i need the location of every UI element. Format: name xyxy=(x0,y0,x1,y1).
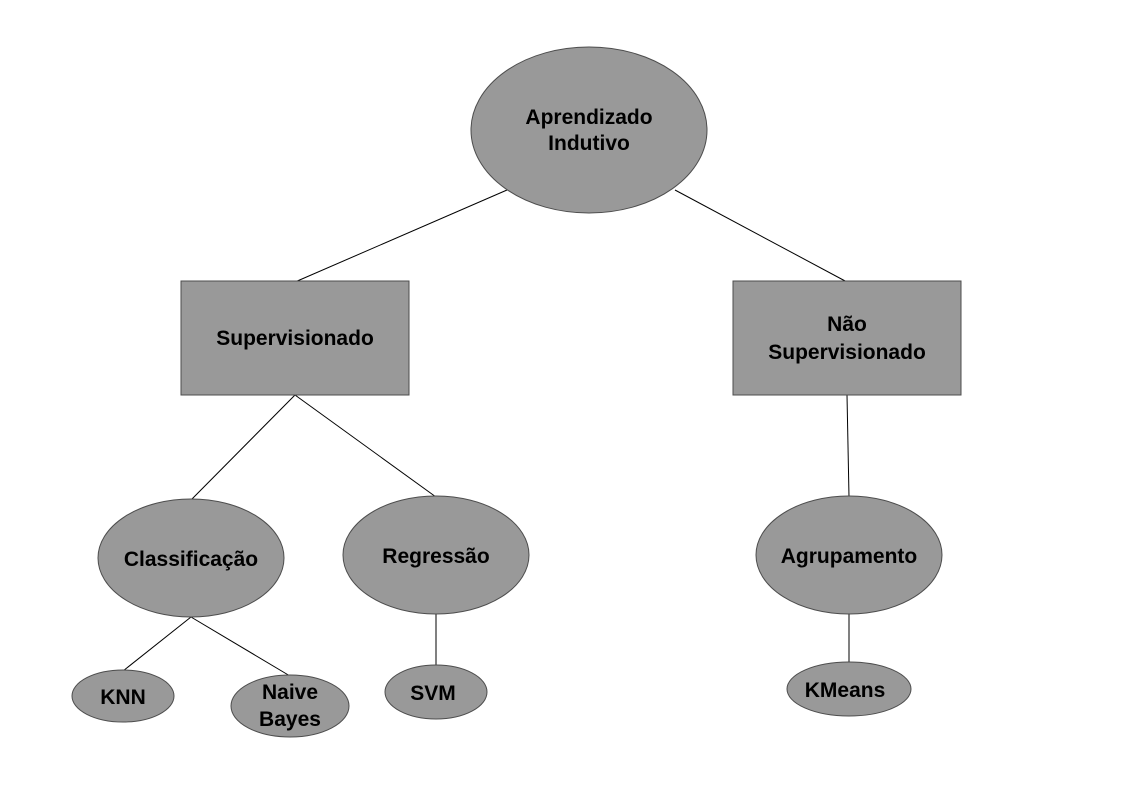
node-label: Classificação xyxy=(124,548,258,571)
edge-classification-knn xyxy=(122,616,192,672)
node-label: Não xyxy=(827,313,867,336)
node-knn: KNN xyxy=(71,669,175,723)
node-label: Naive xyxy=(262,681,318,704)
edge-supervised-regression xyxy=(294,394,437,498)
node-label: Supervisionado xyxy=(216,327,374,350)
node-label: Agrupamento xyxy=(781,545,918,568)
node-nao-supervisionado: Não Supervisionado xyxy=(732,280,962,396)
node-label: Supervisionado xyxy=(768,341,926,364)
node-aprendizado-indutivo: Aprendizado Indutivo xyxy=(470,46,708,214)
node-regressao: Regressão xyxy=(342,495,530,615)
edge-supervised-classification xyxy=(190,394,296,501)
node-label: SVM xyxy=(410,682,456,705)
node-classificacao: Classificação xyxy=(97,498,285,618)
node-label: KNN xyxy=(100,686,146,709)
node-naive-bayes: Naive Bayes xyxy=(230,674,350,738)
node-agrupamento: Agrupamento xyxy=(755,495,943,615)
node-supervisionado: Supervisionado xyxy=(180,280,410,396)
node-kmeans: KMeans xyxy=(786,661,912,717)
node-label: Regressão xyxy=(382,545,489,568)
node-label: Indutivo xyxy=(548,132,630,155)
node-svm: SVM xyxy=(384,664,488,720)
edge-classification-naivebayes xyxy=(190,616,291,677)
edge-root-unsupervised xyxy=(674,189,848,283)
node-label: Aprendizado xyxy=(525,106,652,129)
edge-unsupervised-clustering xyxy=(846,394,850,498)
edge-root-supervised xyxy=(294,189,508,283)
node-label: KMeans xyxy=(805,679,886,702)
node-label: Bayes xyxy=(259,708,321,731)
